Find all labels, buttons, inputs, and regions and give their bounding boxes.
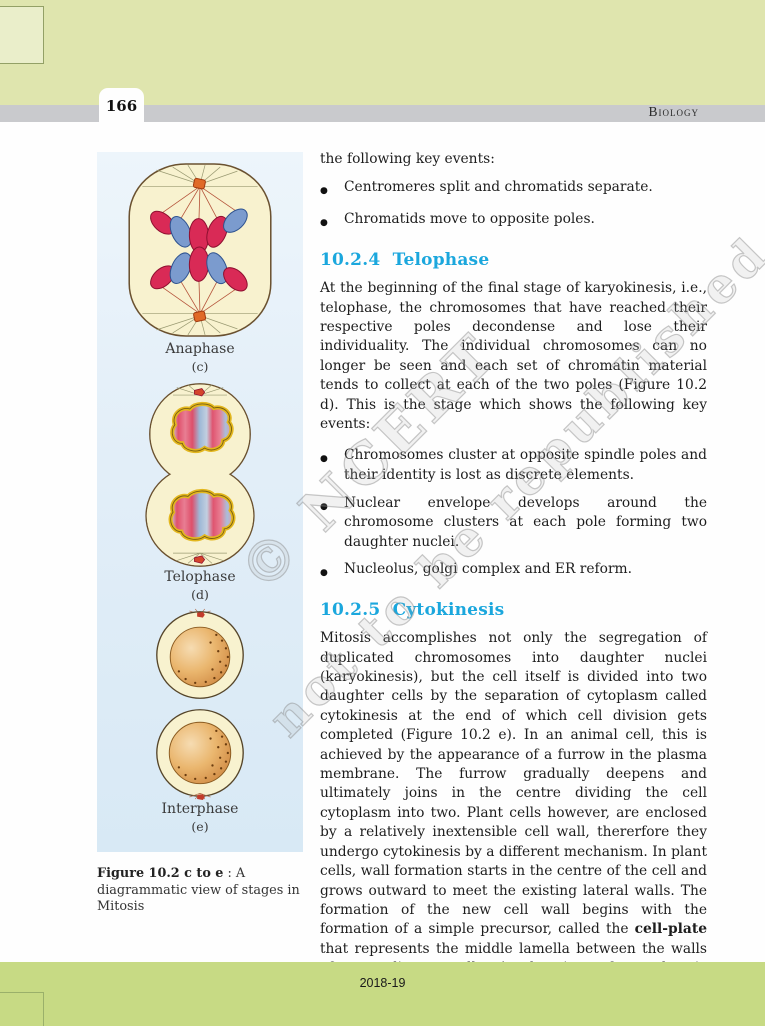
fig-label-anaphase: Anaphase bbox=[165, 341, 235, 357]
top-green-band bbox=[0, 0, 765, 105]
fig-sub-c: (c) bbox=[191, 359, 209, 374]
figure-caption-text: : A diagrammatic view of stages in Mitos… bbox=[97, 866, 300, 914]
telophase-paragraph: At the beginning of the final stage of k… bbox=[320, 280, 707, 432]
header-gray-bar bbox=[0, 105, 765, 122]
bottom-green-band bbox=[0, 962, 765, 1026]
list-item: ●Centromeres split and chromatids separa… bbox=[320, 178, 707, 201]
centriole-icon bbox=[194, 388, 206, 397]
footer-edition: 2018-19 bbox=[359, 976, 406, 990]
chromatin-speckles bbox=[177, 633, 229, 685]
key-events-list-telophase: ●Chromosomes cluster at opposite spindle… bbox=[320, 446, 707, 583]
centriole-icon bbox=[197, 611, 205, 618]
anaphase-diagram bbox=[128, 163, 272, 337]
scan-corner-artifact bbox=[0, 992, 44, 1026]
spindle-fibres-top bbox=[162, 185, 236, 219]
astral-rays-bottom bbox=[173, 552, 227, 564]
page-number: 166 bbox=[99, 88, 144, 124]
running-head: Biology bbox=[648, 104, 699, 119]
bullet-icon: ● bbox=[320, 501, 328, 512]
centriole-icon bbox=[194, 555, 206, 564]
list-item: ●Chromosomes cluster at opposite spindle… bbox=[320, 446, 707, 485]
astral-rays-top bbox=[142, 164, 258, 187]
scan-corner-artifact bbox=[0, 6, 44, 64]
key-events-list-anaphase: ●Centromeres split and chromatids separa… bbox=[320, 178, 707, 233]
fig-label-telophase: Telophase bbox=[164, 569, 236, 585]
section-heading-telophase: 10.2.4 Telophase bbox=[320, 249, 490, 270]
paragraph-text: Mitosis accomplishes not only the segreg… bbox=[320, 630, 707, 938]
bullet-icon: ● bbox=[320, 186, 328, 197]
centriole-icon bbox=[197, 794, 205, 800]
figure-panel: Anaphase (c) Telophase bbox=[97, 152, 303, 852]
centriole-icon bbox=[192, 177, 206, 190]
list-item: ●Chromatids move to opposite poles. bbox=[320, 210, 707, 233]
section-heading-cytokinesis: 10.2.5 Cytokinesis bbox=[320, 599, 505, 620]
figure-caption: Figure 10.2 c to e : A diagrammatic view… bbox=[97, 866, 319, 916]
bold-term-cell-plate: cell-plate bbox=[634, 921, 707, 938]
chromosomes-bottom bbox=[150, 246, 248, 292]
fig-sub-d: (d) bbox=[191, 587, 209, 602]
list-item: ●Nucleolus, golgi complex and ER reform. bbox=[320, 560, 707, 583]
fig-label-interphase: Interphase bbox=[161, 801, 239, 817]
figure-caption-number: Figure 10.2 c to e bbox=[97, 866, 224, 881]
centriole-icon bbox=[193, 310, 207, 323]
fig-sub-e: (e) bbox=[191, 819, 209, 834]
chromosomes-top bbox=[150, 208, 248, 254]
list-item: ●Nuclear envelope develops around the ch… bbox=[320, 494, 707, 552]
spindle-fibres-bottom bbox=[162, 281, 236, 315]
bullet-icon: ● bbox=[320, 218, 328, 229]
text-column: the following key events: ●Centromeres s… bbox=[320, 150, 707, 1026]
intro-line: the following key events: bbox=[320, 151, 495, 167]
bullet-icon: ● bbox=[320, 454, 328, 465]
bullet-icon: ● bbox=[320, 568, 328, 579]
interphase-diagram bbox=[156, 608, 244, 800]
telophase-diagram bbox=[145, 383, 255, 567]
